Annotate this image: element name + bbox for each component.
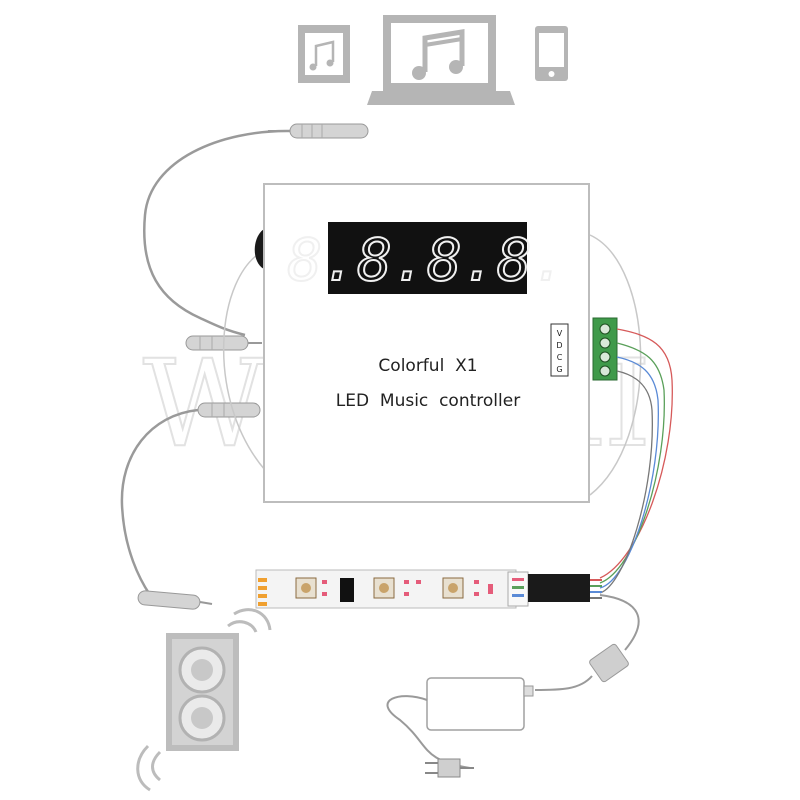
laptop-music-icon xyxy=(367,15,515,105)
ac-plug-icon xyxy=(425,758,474,778)
controller-title-line1: Colorful X1 xyxy=(378,356,477,376)
audio-plug-in xyxy=(185,335,262,351)
terminal-label-v: V xyxy=(557,329,563,338)
dc-jack xyxy=(589,643,629,683)
terminal-label-c: C xyxy=(557,353,563,362)
phone-icon xyxy=(535,26,568,81)
display-digits: 8.8.8.8. xyxy=(287,226,566,294)
speaker-icon xyxy=(166,633,239,751)
controller-box: 8.8.8.8. Colorful X1 LED Music controlle… xyxy=(222,183,642,503)
tablet-music-icon xyxy=(298,25,350,83)
ic-chip-1 xyxy=(340,578,354,602)
audio-output-cable xyxy=(120,402,261,610)
power-adapter xyxy=(386,594,640,778)
seven-segment-display xyxy=(328,222,527,294)
sound-wave-icon xyxy=(136,608,272,792)
terminal-label-g: G xyxy=(556,365,562,374)
audio-input-cable xyxy=(143,123,369,337)
controller-title-line2: LED Music controller xyxy=(336,391,520,411)
led-strip xyxy=(255,569,602,609)
terminal-label-d: D xyxy=(556,341,562,350)
terminal-label-box xyxy=(550,323,569,377)
terminal-block xyxy=(592,317,618,381)
heat-shrink xyxy=(528,574,590,602)
signal-wires xyxy=(599,328,673,594)
